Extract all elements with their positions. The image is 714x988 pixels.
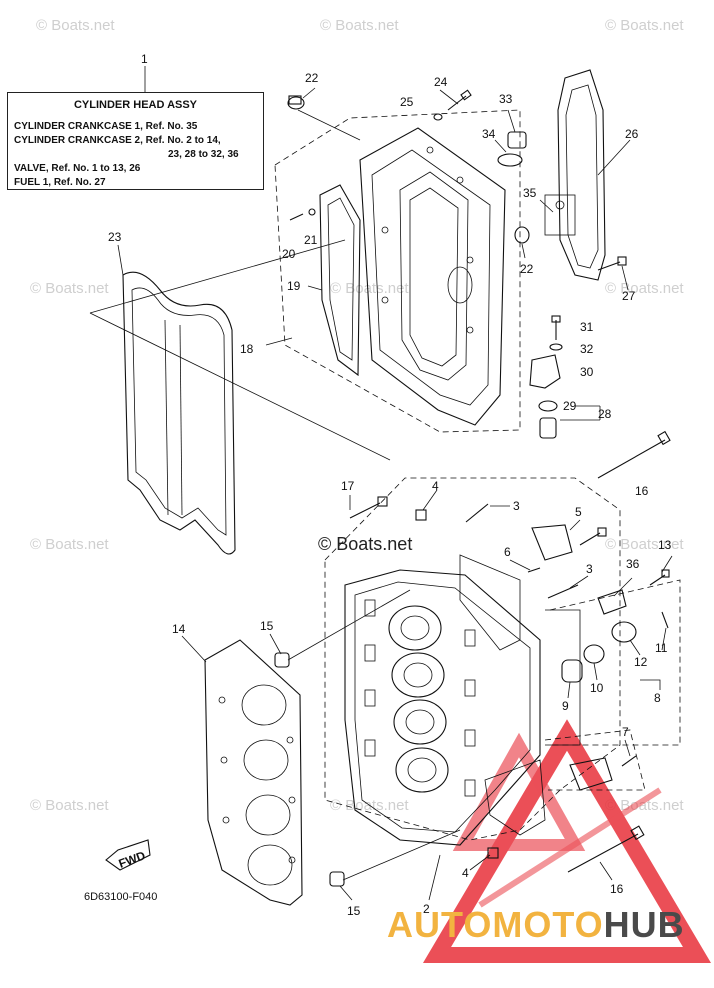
- callout-12: 12: [634, 655, 648, 669]
- watermark-text: © Boats.net: [36, 17, 115, 34]
- callout-5: 5: [575, 505, 582, 519]
- callout-11: 11: [655, 641, 668, 655]
- brand-logo-text-b: HUB: [603, 904, 685, 945]
- watermark-text: © Boats.net: [330, 280, 409, 297]
- callout-28: 28: [598, 407, 612, 421]
- small-parts: [105, 89, 671, 887]
- callout-25: 25: [400, 95, 414, 109]
- watermark-text: © Boats.net: [30, 536, 109, 553]
- callout-17: 17: [341, 479, 355, 493]
- callout-33: 33: [499, 92, 513, 106]
- callout-7: 7: [622, 725, 629, 739]
- callout-36: 36: [626, 557, 640, 571]
- reference-box: CYLINDER HEAD ASSY CYLINDER CRANKCASE 1,…: [7, 92, 264, 190]
- callout-13: 13: [658, 538, 672, 552]
- callout-29: 29: [563, 399, 577, 413]
- watermark-text: © Boats.net: [605, 280, 684, 297]
- reference-line: CYLINDER CRANKCASE 1, Ref. No. 35: [14, 121, 198, 132]
- callout-23: 23: [108, 230, 122, 244]
- callout-3-lower: 3: [586, 562, 593, 576]
- head-gasket-23-part: [122, 271, 236, 555]
- callout-18: 18: [240, 342, 254, 356]
- callout-2: 2: [423, 902, 430, 916]
- callout-30: 30: [580, 365, 594, 379]
- callout-16-lower: 16: [610, 882, 624, 896]
- watermark-text-main: © Boats.net: [318, 534, 412, 554]
- cylinder-block-part: [344, 554, 546, 846]
- watermark-group: © Boats.net © Boats.net © Boats.net © Bo…: [30, 17, 684, 814]
- callout-32: 32: [580, 342, 594, 356]
- callout-27: 27: [622, 289, 636, 303]
- triangle-logo-icon: [422, 719, 712, 963]
- cylinder-gasket-14-part: [204, 639, 303, 906]
- callout-4-lower: 4: [462, 866, 469, 880]
- callout-1: 1: [141, 52, 148, 66]
- callout-22-right: 22: [520, 262, 534, 276]
- callout-6: 6: [504, 545, 511, 559]
- head-cover-part: [359, 127, 506, 426]
- callout-16-top: 16: [635, 484, 649, 498]
- callout-20: 20: [282, 247, 296, 261]
- callout-22: 22: [305, 71, 319, 85]
- brand-logo-text-a: AUTOMOTO: [387, 904, 604, 945]
- reference-line: 23, 28 to 32, 36: [168, 149, 239, 160]
- callout-4-top: 4: [432, 479, 439, 493]
- diagram-code: 6D63100-F040: [84, 891, 158, 903]
- callout-26: 26: [625, 127, 639, 141]
- head-cover-group-outline: [274, 109, 521, 433]
- callout-34: 34: [482, 127, 496, 141]
- watermark-text: © Boats.net: [320, 17, 399, 34]
- leader-lines: [89, 66, 681, 901]
- callout-21: 21: [304, 233, 318, 247]
- callout-24: 24: [434, 75, 448, 89]
- callout-15-lower: 15: [347, 904, 361, 918]
- watermark-text: © Boats.net: [30, 797, 109, 814]
- exhaust-cover-part: [544, 69, 606, 281]
- brand-logo: AUTOMOTOHUB: [387, 904, 685, 946]
- reference-line: CYLINDER CRANKCASE 2, Ref. No. 2 to 14,: [14, 135, 221, 146]
- reference-line: FUEL 1, Ref. No. 27: [14, 177, 106, 188]
- watermark-text: © Boats.net: [30, 280, 109, 297]
- callout-9: 9: [562, 699, 569, 713]
- callout-8: 8: [654, 691, 661, 705]
- callout-31: 31: [580, 320, 594, 334]
- cover-gasket-part: [319, 184, 361, 377]
- callout-labels: 1 22 24 25 33 34 26 35 22 27 20 21 23 19…: [108, 52, 672, 918]
- fwd-label: FWD: [117, 848, 148, 871]
- callout-14: 14: [172, 622, 186, 636]
- callout-15-upper: 15: [260, 619, 274, 633]
- watermark-text: © Boats.net: [605, 17, 684, 34]
- callout-10: 10: [590, 681, 604, 695]
- callout-3-top: 3: [513, 499, 520, 513]
- reference-line: VALVE, Ref. No. 1 to 13, 26: [14, 163, 141, 174]
- callout-19: 19: [287, 279, 301, 293]
- callout-35: 35: [523, 186, 537, 200]
- watermark-text: © Boats.net: [605, 536, 684, 553]
- cylinder-group-outline: [324, 477, 621, 841]
- reference-box-title: CYLINDER HEAD ASSY: [73, 99, 198, 111]
